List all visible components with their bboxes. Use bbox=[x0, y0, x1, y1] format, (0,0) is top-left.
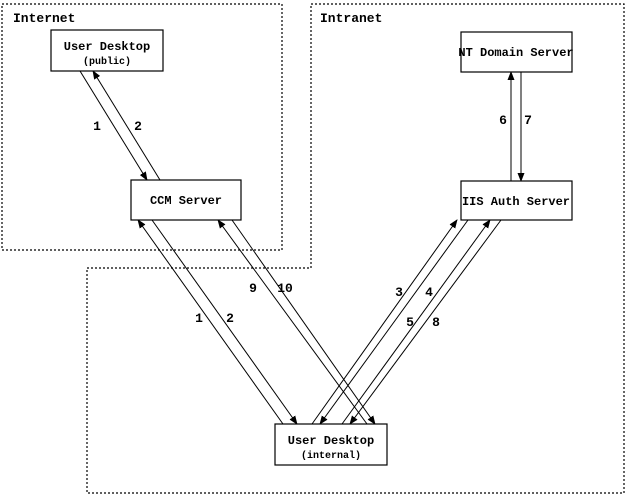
flow-line-9-internal-desktop-to-ccm bbox=[217, 219, 368, 425]
flow-line-2-ccm-to-public-desktop bbox=[92, 70, 161, 181]
flow-line-1-public-desktop-to-ccm bbox=[79, 70, 148, 181]
flow-line-1-internal-desktop-to-ccm bbox=[137, 219, 284, 425]
node-ccm-server: CCM Server bbox=[130, 179, 242, 221]
node-box bbox=[460, 31, 573, 73]
flow-label-6: 6 bbox=[499, 113, 507, 128]
node-title: User Desktop bbox=[64, 40, 150, 54]
node-subtitle: (internal) bbox=[301, 450, 361, 462]
node-title: NT Domain Server bbox=[458, 46, 573, 60]
node-box bbox=[460, 180, 573, 221]
flow-label-4: 4 bbox=[425, 285, 433, 300]
flow-line-5-internal-desktop-to-iis bbox=[341, 219, 491, 425]
node-title: CCM Server bbox=[150, 194, 222, 208]
flow-label-10: 10 bbox=[277, 281, 293, 296]
node-box bbox=[130, 179, 242, 221]
flow-label-2-internal: 2 bbox=[226, 311, 234, 326]
flow-label-7: 7 bbox=[524, 113, 532, 128]
intranet-zone-label: Intranet bbox=[320, 11, 382, 26]
flow-line-8-iis-to-internal-desktop bbox=[349, 219, 502, 425]
flow-line-3-internal-desktop-to-iis bbox=[311, 219, 458, 425]
node-title: User Desktop bbox=[288, 434, 374, 448]
node-nt-domain-server: NT Domain Server bbox=[458, 31, 574, 73]
flow-label-5: 5 bbox=[406, 315, 414, 330]
flow-label-9: 9 bbox=[249, 281, 257, 296]
flow-line-4-iis-to-internal-desktop bbox=[319, 219, 469, 425]
flow-label-8: 8 bbox=[432, 315, 440, 330]
node-title: IIS Auth Server bbox=[462, 195, 570, 209]
internet-zone-boundary bbox=[1, 3, 283, 251]
node-box bbox=[274, 423, 388, 466]
internet-zone-label: Internet bbox=[13, 11, 75, 26]
node-iis-auth-server: IIS Auth Server bbox=[460, 180, 573, 221]
flow-label-1-internal: 1 bbox=[195, 311, 203, 326]
flow-label-2-public: 2 bbox=[134, 119, 142, 134]
flow-label-3: 3 bbox=[395, 285, 403, 300]
node-user-desktop-public: User Desktop (public) bbox=[50, 29, 164, 72]
flow-line-10-ccm-to-internal-desktop bbox=[231, 219, 376, 425]
node-user-desktop-internal: User Desktop (internal) bbox=[274, 423, 388, 466]
intranet-zone-boundary bbox=[86, 3, 625, 494]
node-subtitle: (public) bbox=[83, 56, 131, 68]
node-box bbox=[50, 29, 164, 72]
flow-line-2-ccm-to-internal-desktop bbox=[151, 219, 298, 425]
flow-label-1-public: 1 bbox=[93, 119, 101, 134]
